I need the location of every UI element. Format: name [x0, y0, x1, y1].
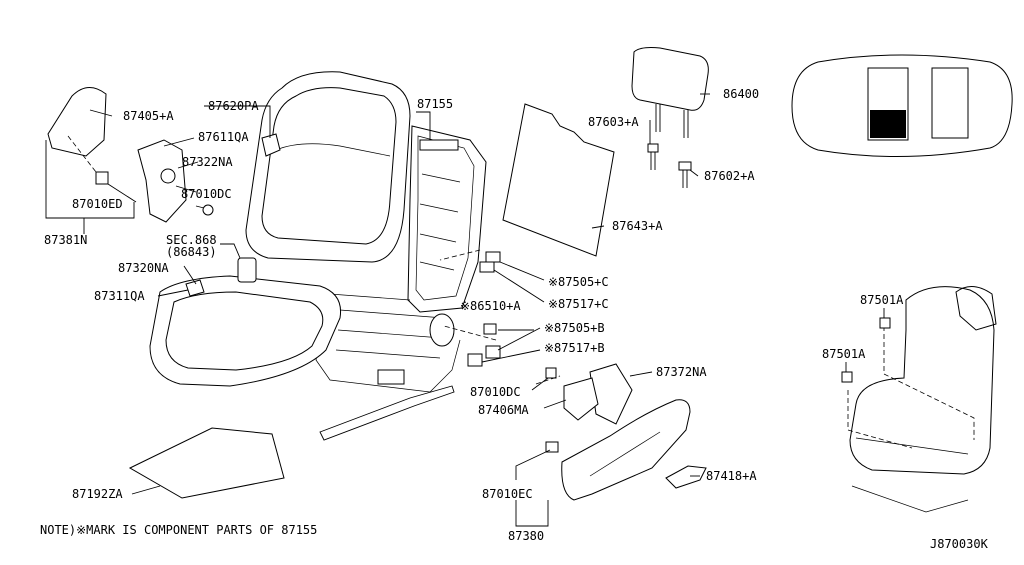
label-86510a: ※86510+A [460, 299, 521, 313]
inset-seat [847, 286, 997, 513]
label-sec868: SEC.868 [166, 233, 217, 247]
cover-87406ma [563, 377, 599, 421]
label-87406ma: 87406MA [478, 403, 529, 417]
label-87603a: 87603+A [588, 115, 639, 129]
seat-back-board [502, 103, 615, 257]
headrest-guide-87603 [647, 143, 659, 170]
label-87311qa: 87311QA [94, 289, 145, 303]
clip-87010ed [95, 171, 109, 185]
label-87322na: 87322NA [182, 155, 233, 169]
label-87501a-top: 87501A [860, 293, 904, 307]
clip-87010ec [545, 441, 559, 453]
screw-87010dc [195, 204, 214, 216]
seat-back-trim [245, 71, 411, 263]
label-87155: 87155 [417, 97, 453, 111]
seat-frame [315, 125, 487, 441]
sensor-86510a [483, 323, 497, 335]
label-87320na: 87320NA [118, 261, 169, 275]
bolt-87501a-top [879, 317, 891, 329]
headrest-guide-87602 [678, 161, 692, 188]
label-87505b: ※87505+B [544, 321, 605, 335]
side-trim-87405 [47, 87, 107, 157]
airbag-module-sec868 [237, 257, 257, 283]
label-87505c: ※87505+C [548, 275, 609, 289]
seat-heater-pad [128, 427, 285, 499]
label-87010dc-top: 87010DC [181, 187, 232, 201]
seat-cushion [149, 275, 342, 387]
label-87405a: 87405+A [123, 109, 174, 123]
label-87010dc-mid: 87010DC [470, 385, 521, 399]
label-87010ed: 87010ED [72, 197, 123, 211]
label-87501a-left: 87501A [822, 347, 866, 361]
label-87380: 87380 [508, 529, 544, 543]
harness-87320na [185, 279, 205, 297]
switch-87505b [485, 345, 501, 359]
recliner-cover-87372na [589, 363, 633, 425]
label-87192za: 87192ZA [72, 487, 123, 501]
switch-87517c [479, 261, 495, 273]
recliner-cover-87322 [137, 139, 187, 223]
switch-87517b [467, 353, 483, 367]
label-87517c: ※87517+C [548, 297, 609, 311]
label-86400: 86400 [723, 87, 759, 101]
label-87620pa: 87620PA [208, 99, 259, 113]
label-87010ec: 87010EC [482, 487, 533, 501]
switch-87505c [485, 251, 501, 263]
label-87517b: ※87517+B [544, 341, 605, 355]
label-87643a: 87643+A [612, 219, 663, 233]
label-87381n: 87381N [44, 233, 87, 247]
label-87611qa: 87611QA [198, 130, 249, 144]
diagram-code: J870030K [930, 537, 989, 551]
bolt-87501a-left [841, 371, 853, 383]
outer-finisher-87380 [561, 399, 691, 501]
label-87602a: 87602+A [704, 169, 755, 183]
screw-87010dc-mid [545, 367, 557, 379]
knob-87418a [665, 465, 707, 489]
footnote: NOTE)※MARK IS COMPONENT PARTS OF 87155 [40, 523, 317, 537]
label-sec868-sub: (86843) [166, 245, 217, 259]
label-87418a: 87418+A [706, 469, 757, 483]
label-87372na: 87372NA [656, 365, 707, 379]
bracket-87611qa [261, 133, 281, 157]
leader-lines [45, 93, 885, 527]
seat-location-marker [870, 110, 906, 138]
car-locator [791, 54, 1013, 157]
headrest [631, 47, 709, 138]
